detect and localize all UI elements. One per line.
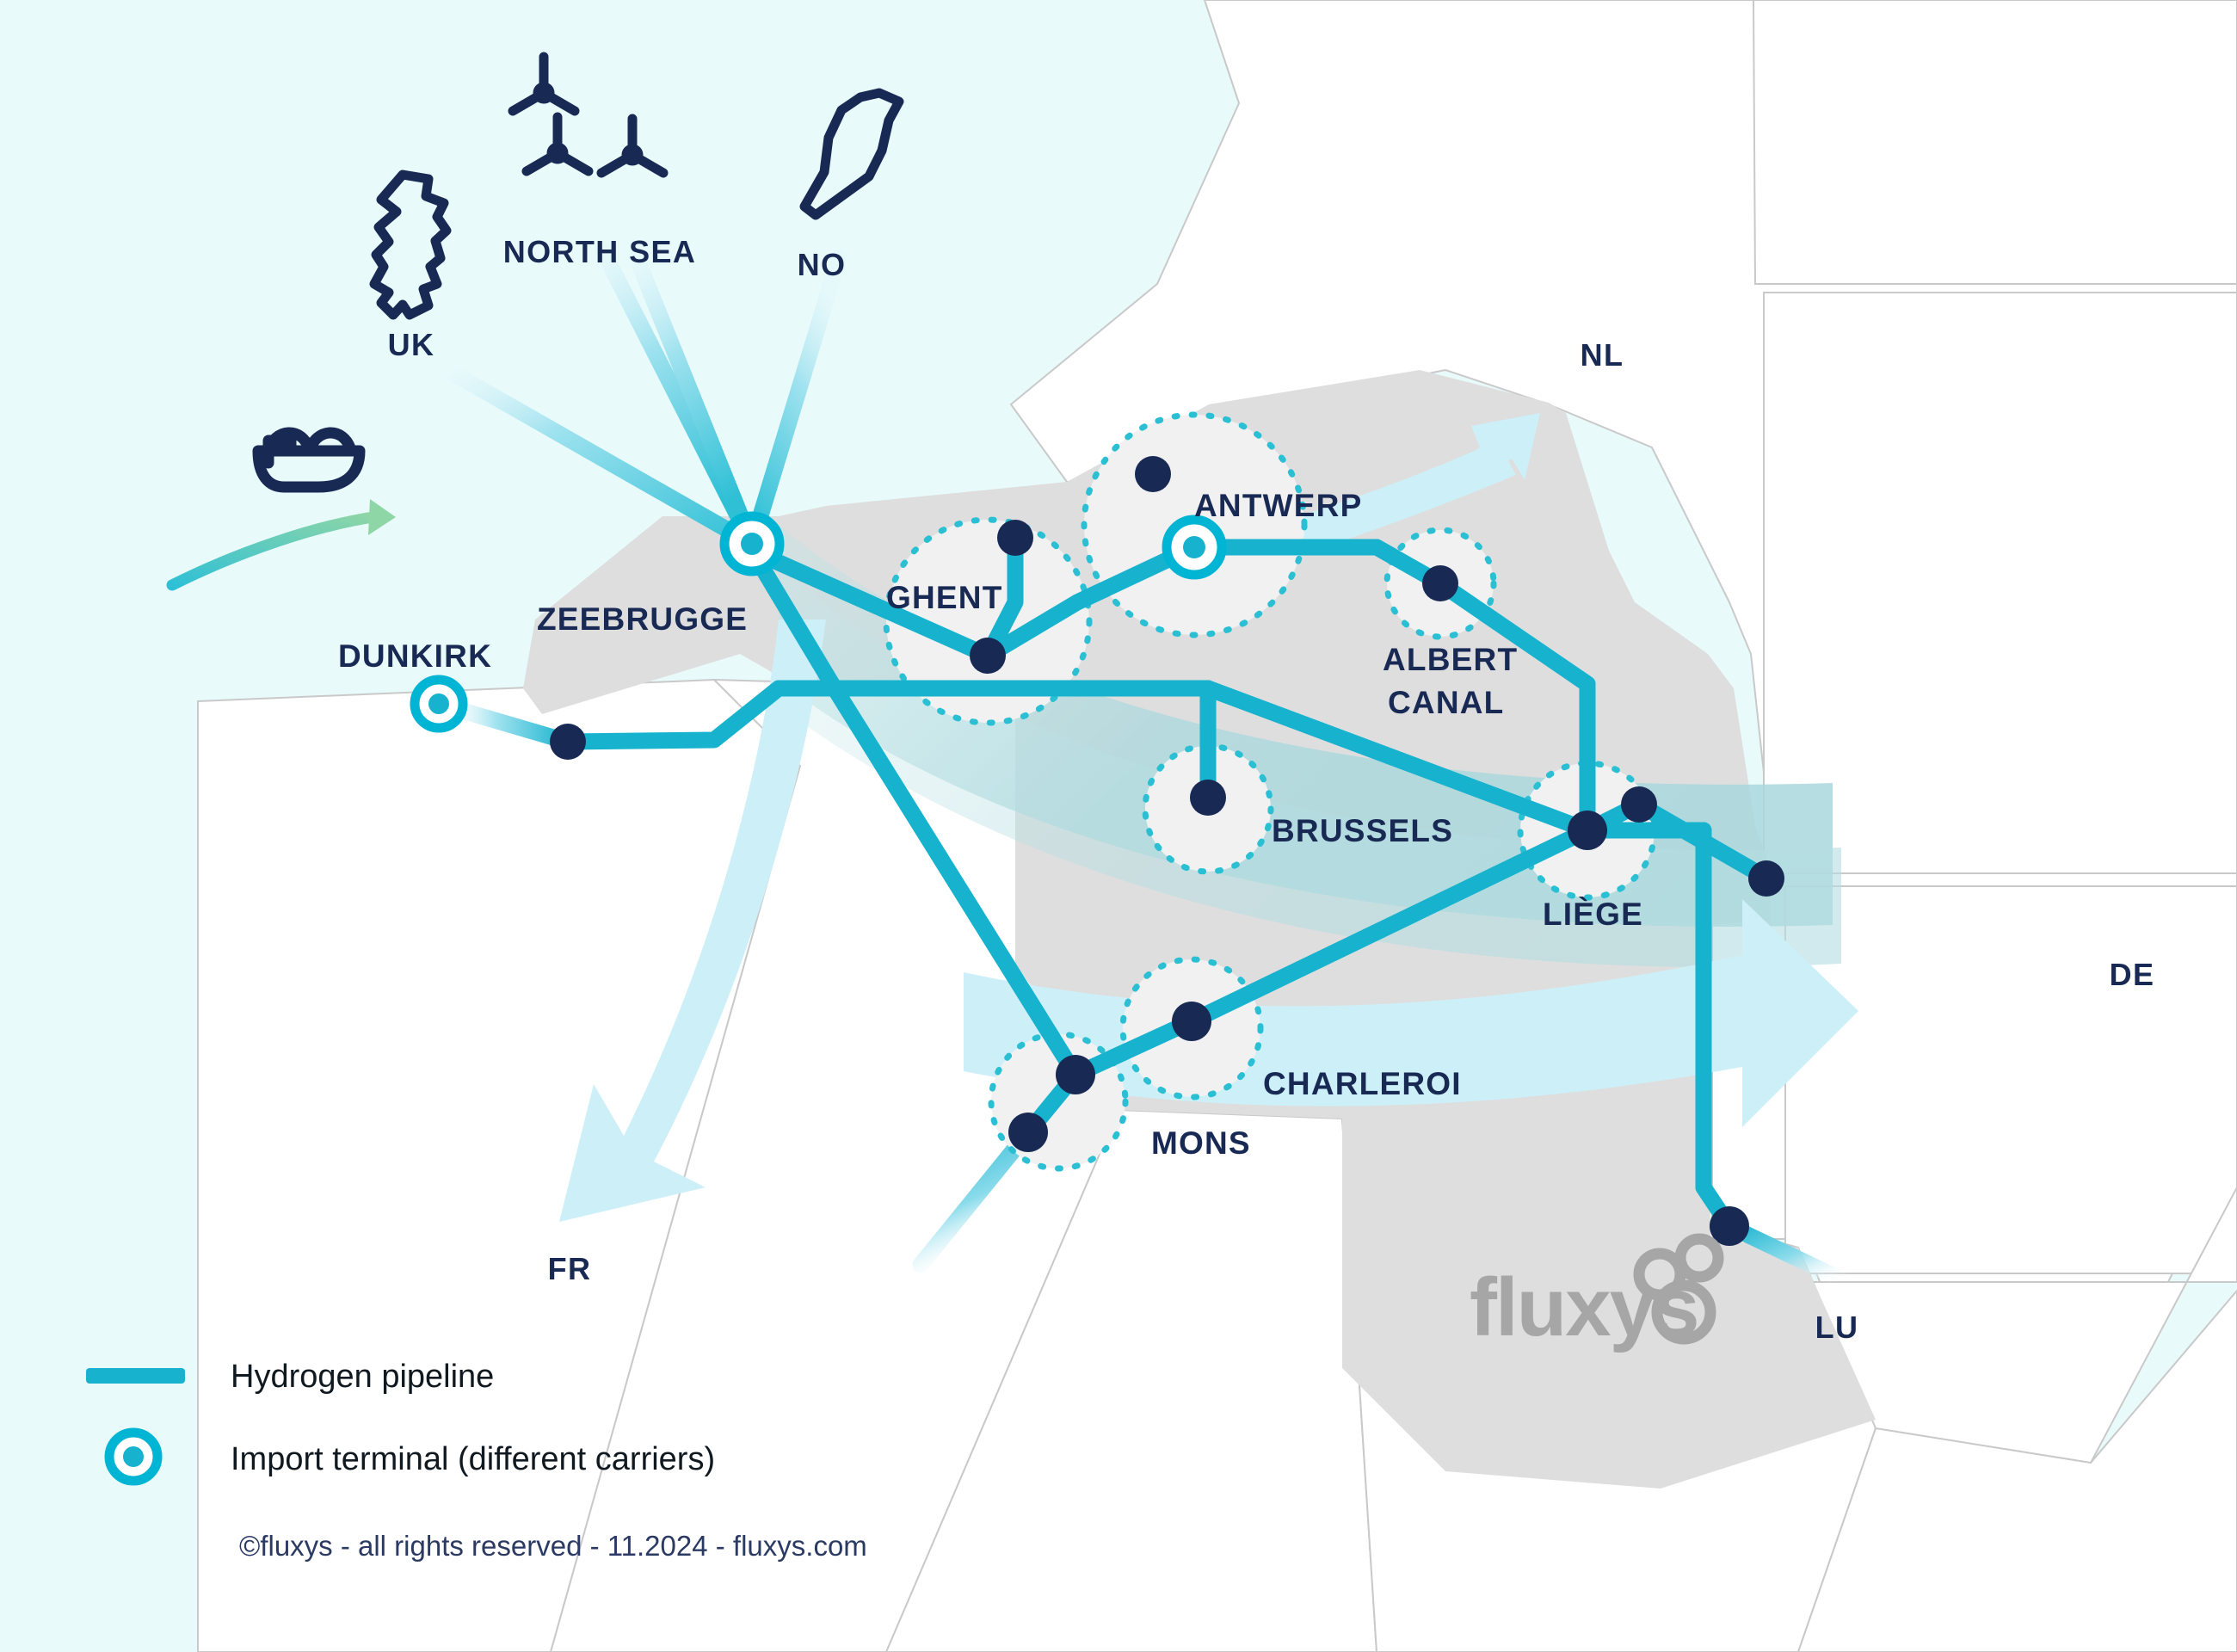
pipe-tail-fr (912, 1124, 1037, 1273)
label-dunkirk: DUNKIRK (338, 638, 492, 674)
import-flow-arrow-icon (166, 499, 396, 591)
node-liege (1568, 811, 1607, 850)
neighbour-landmasses (197, 0, 2237, 1652)
fluxys-wordmark: fluxys (1470, 1261, 1698, 1353)
node-antwerp-north (1135, 456, 1171, 492)
node-albert-canal (1422, 565, 1458, 601)
label-de: DE (2110, 957, 2155, 992)
legend-pipeline-label: Hydrogen pipeline (231, 1359, 494, 1395)
fluxys-molecule-icon (1633, 1233, 1724, 1345)
pipe-tail-lu (1721, 1217, 1850, 1288)
label-albert-canal-2: CANAL (1388, 685, 1504, 720)
pipe-zeebrugge-south (743, 542, 843, 697)
label-charleroi: CHARLEROI (1263, 1066, 1462, 1101)
label-liege: LIÈGE (1543, 897, 1643, 932)
node-mons-sw (1008, 1113, 1048, 1152)
node-ghent-north (997, 520, 1033, 556)
label-ghent: GHENT (886, 580, 1003, 615)
pipeline-no (743, 250, 847, 552)
legend-pipeline-swatch (86, 1368, 185, 1384)
node-ghent (970, 638, 1006, 674)
label-lu: LU (1815, 1310, 1859, 1345)
copyright-notice: ©fluxys - all rights reserved - 11.2024 … (239, 1530, 867, 1562)
node-liege-east (1621, 786, 1657, 823)
label-north-sea: NORTH SEA (503, 234, 697, 269)
label-mons: MONS (1151, 1125, 1251, 1161)
node-mons (1056, 1055, 1095, 1094)
terminal-zeebrugge[interactable] (719, 511, 785, 576)
label-fr: FR (548, 1251, 592, 1286)
node-brussels (1190, 780, 1226, 816)
legend: Hydrogen pipeline Import terminal (diffe… (86, 1359, 867, 1562)
pipeline-uk (439, 361, 761, 552)
label-albert-canal-1: ALBERT (1383, 642, 1518, 677)
label-nl: NL (1581, 337, 1624, 373)
node-lu-border (1710, 1206, 1749, 1246)
wind-turbine-icon (508, 52, 669, 178)
label-no: NO (798, 247, 847, 282)
map-text-labels: UK NORTH SEA NO NL DE LU FR ZEEBRUGGE DU… (338, 234, 2154, 1345)
pipe-dunkirk-ghentaxis (559, 680, 856, 750)
node-de-border (1748, 860, 1784, 897)
pipeline-nodes (550, 456, 1784, 1246)
uk-outline-icon (369, 170, 452, 320)
node-charleroi (1172, 1002, 1211, 1041)
legend-terminal-label: Import terminal (different carriers) (231, 1441, 715, 1477)
label-zeebrugge: ZEEBRUGGE (537, 601, 748, 637)
flow-arrow-fr (559, 620, 826, 1222)
node-dunkirk-landfall (550, 724, 586, 760)
fluxys-logo: fluxys (1470, 1233, 1724, 1353)
pipeline-northsea-b (628, 250, 761, 552)
label-brussels: BRUSSELS (1272, 813, 1453, 848)
terminal-dunkirk[interactable] (410, 675, 468, 733)
terminal-antwerp[interactable] (1162, 515, 1227, 580)
label-antwerp: ANTWERP (1194, 488, 1362, 523)
ship-icon (252, 427, 366, 493)
label-uk: UK (388, 327, 435, 362)
norway-outline-icon (799, 88, 904, 220)
import-terminal-markers[interactable] (410, 511, 1227, 733)
